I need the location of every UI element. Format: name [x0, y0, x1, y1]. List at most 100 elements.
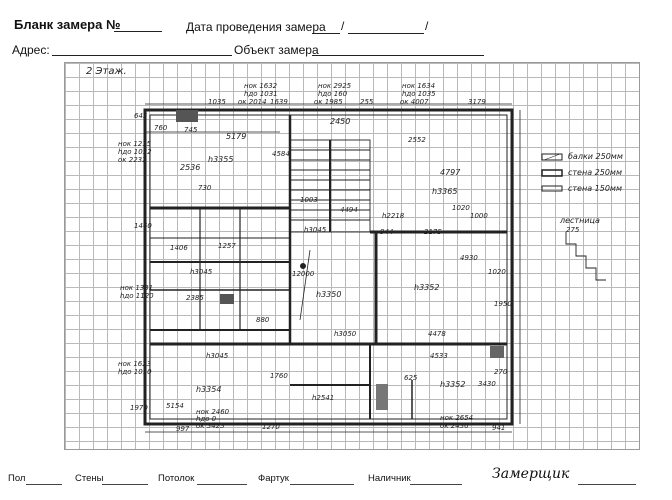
dimension-label: h3352 [440, 380, 466, 389]
column-block [220, 294, 234, 304]
legend-label: лестница [560, 216, 600, 225]
door-block [376, 384, 388, 410]
dimension-label: 1020 [488, 268, 506, 276]
ceiling-label: Потолок [158, 473, 195, 484]
dimension-label: ок 1985 [314, 98, 343, 106]
dimension-label: нок 1634 [402, 82, 436, 90]
outer-wall-inner [149, 114, 508, 420]
dimension-label: 12000 [292, 270, 315, 278]
dimension-label: 4930 [460, 254, 478, 262]
dimension-label: h3050 [334, 330, 357, 338]
legend-wall150-symbol [541, 185, 563, 192]
dimension-label: h3045 [304, 226, 327, 234]
dimension-label: ок 2014 [238, 98, 267, 106]
dimension-label: 4584 [272, 150, 290, 158]
dimension-label: 270 [494, 368, 508, 376]
dimension-label: 1270 [262, 423, 280, 431]
dimension-label: h3365 [432, 187, 458, 196]
dimension-label: ок 4007 [400, 98, 429, 106]
dimension-label: 760 [154, 124, 168, 132]
dimension-label: нок 1331 [120, 284, 154, 292]
dimension-label: 1035 [208, 98, 226, 106]
dimension-label: hдо 1035 [402, 90, 436, 98]
dimension-label: h3045 [190, 268, 213, 276]
dimension-label: h3355 [208, 155, 234, 164]
legend-label: балки 250мм [568, 152, 623, 161]
dimension-label: 745 [184, 126, 198, 134]
dimension-label: 1970 [130, 404, 148, 412]
window-block [176, 110, 198, 122]
apron-field[interactable] [290, 484, 354, 485]
dimension-label: hдо 1120 [120, 292, 154, 300]
dimension-label: h3352 [414, 283, 440, 292]
dimension-label: 2385 [186, 294, 204, 302]
date-field-day[interactable] [312, 33, 340, 34]
dimension-label: нок 2925 [318, 82, 352, 90]
legend-beam-symbol [541, 153, 563, 161]
legend-wall250-symbol [541, 169, 563, 177]
form-number-field[interactable] [114, 31, 162, 32]
dimension-label: ок 2232 [118, 156, 147, 164]
dimension-label: hдо 160 [318, 90, 348, 98]
dimension-label: 1000 [470, 212, 488, 220]
dimension-label: h2541 [312, 394, 335, 402]
dimension-label: 1639 [270, 98, 288, 106]
measurer-field[interactable] [578, 484, 636, 485]
walls-field[interactable] [102, 484, 148, 485]
dimension-label: h3350 [316, 290, 342, 299]
dimension-label: 4533 [430, 352, 448, 360]
dimension-label: 1460 [134, 222, 152, 230]
dimension-label: 880 [256, 316, 270, 324]
dimension-label: h2218 [382, 212, 405, 220]
dimension-label: 3430 [478, 380, 496, 388]
dimension-label: 2536 [180, 163, 201, 172]
dimension-label: 4494 [340, 206, 358, 214]
dimension-label: 5179 [226, 132, 247, 141]
dimension-label: 730 [198, 184, 212, 192]
dimension-label: 4797 [440, 168, 461, 177]
dimension-label: 625 [404, 374, 418, 382]
form-number-label: Бланк замера № [14, 17, 121, 32]
dimension-label: 5154 [166, 402, 184, 410]
legend-stair-symbol [565, 232, 606, 281]
ceiling-field[interactable] [197, 484, 247, 485]
dimension-label: нок 1215 [118, 140, 152, 148]
walls-label: Стены [75, 473, 104, 484]
object-label: Объект замера [234, 43, 319, 57]
floor-field[interactable] [26, 484, 62, 485]
diagonal-dimension [299, 249, 311, 321]
dimension-label: нок 1632 [244, 82, 278, 90]
column-block [490, 346, 504, 358]
trim-label: Наличник [368, 473, 411, 484]
address-field[interactable] [52, 55, 232, 56]
dimension-label: 2552 [408, 136, 426, 144]
trim-field[interactable] [410, 484, 462, 485]
dimension-label: 1760 [270, 372, 288, 380]
dimension-label: нок 2460 [196, 408, 230, 416]
dimension-label: 944 [380, 228, 394, 236]
dimension-label: 997 [176, 425, 190, 433]
dimension-label: 2450 [330, 117, 351, 126]
dimension-label: 1406 [170, 244, 188, 252]
dimension-label: hдо 1031 [244, 90, 278, 98]
dimension-label: нок 1623 [118, 360, 152, 368]
center-point [300, 263, 306, 269]
object-field[interactable] [312, 55, 484, 56]
dimension-label: нок 2654 [440, 414, 474, 422]
dimension-label: 2175 [424, 228, 442, 236]
legend-label: стена 150мм [568, 184, 622, 193]
staircase [289, 139, 371, 233]
dimension-label: ок 2436 [440, 422, 469, 430]
dimension-label: 4478 [428, 330, 446, 338]
dimension-label: 1020 [452, 204, 470, 212]
dimension-label: 1257 [218, 242, 236, 250]
dimension-label: 941 [492, 424, 506, 432]
dimension-label: h3354 [196, 385, 222, 394]
dimension-label: hдо 1032 [118, 148, 152, 156]
legend-label: стена 250мм [568, 168, 622, 177]
measurement-date-label: Дата проведения замера [186, 20, 326, 34]
dimension-label: 255 [360, 98, 374, 106]
date-field-month[interactable] [348, 33, 424, 34]
floor-note: 2 Этаж. [86, 66, 127, 77]
